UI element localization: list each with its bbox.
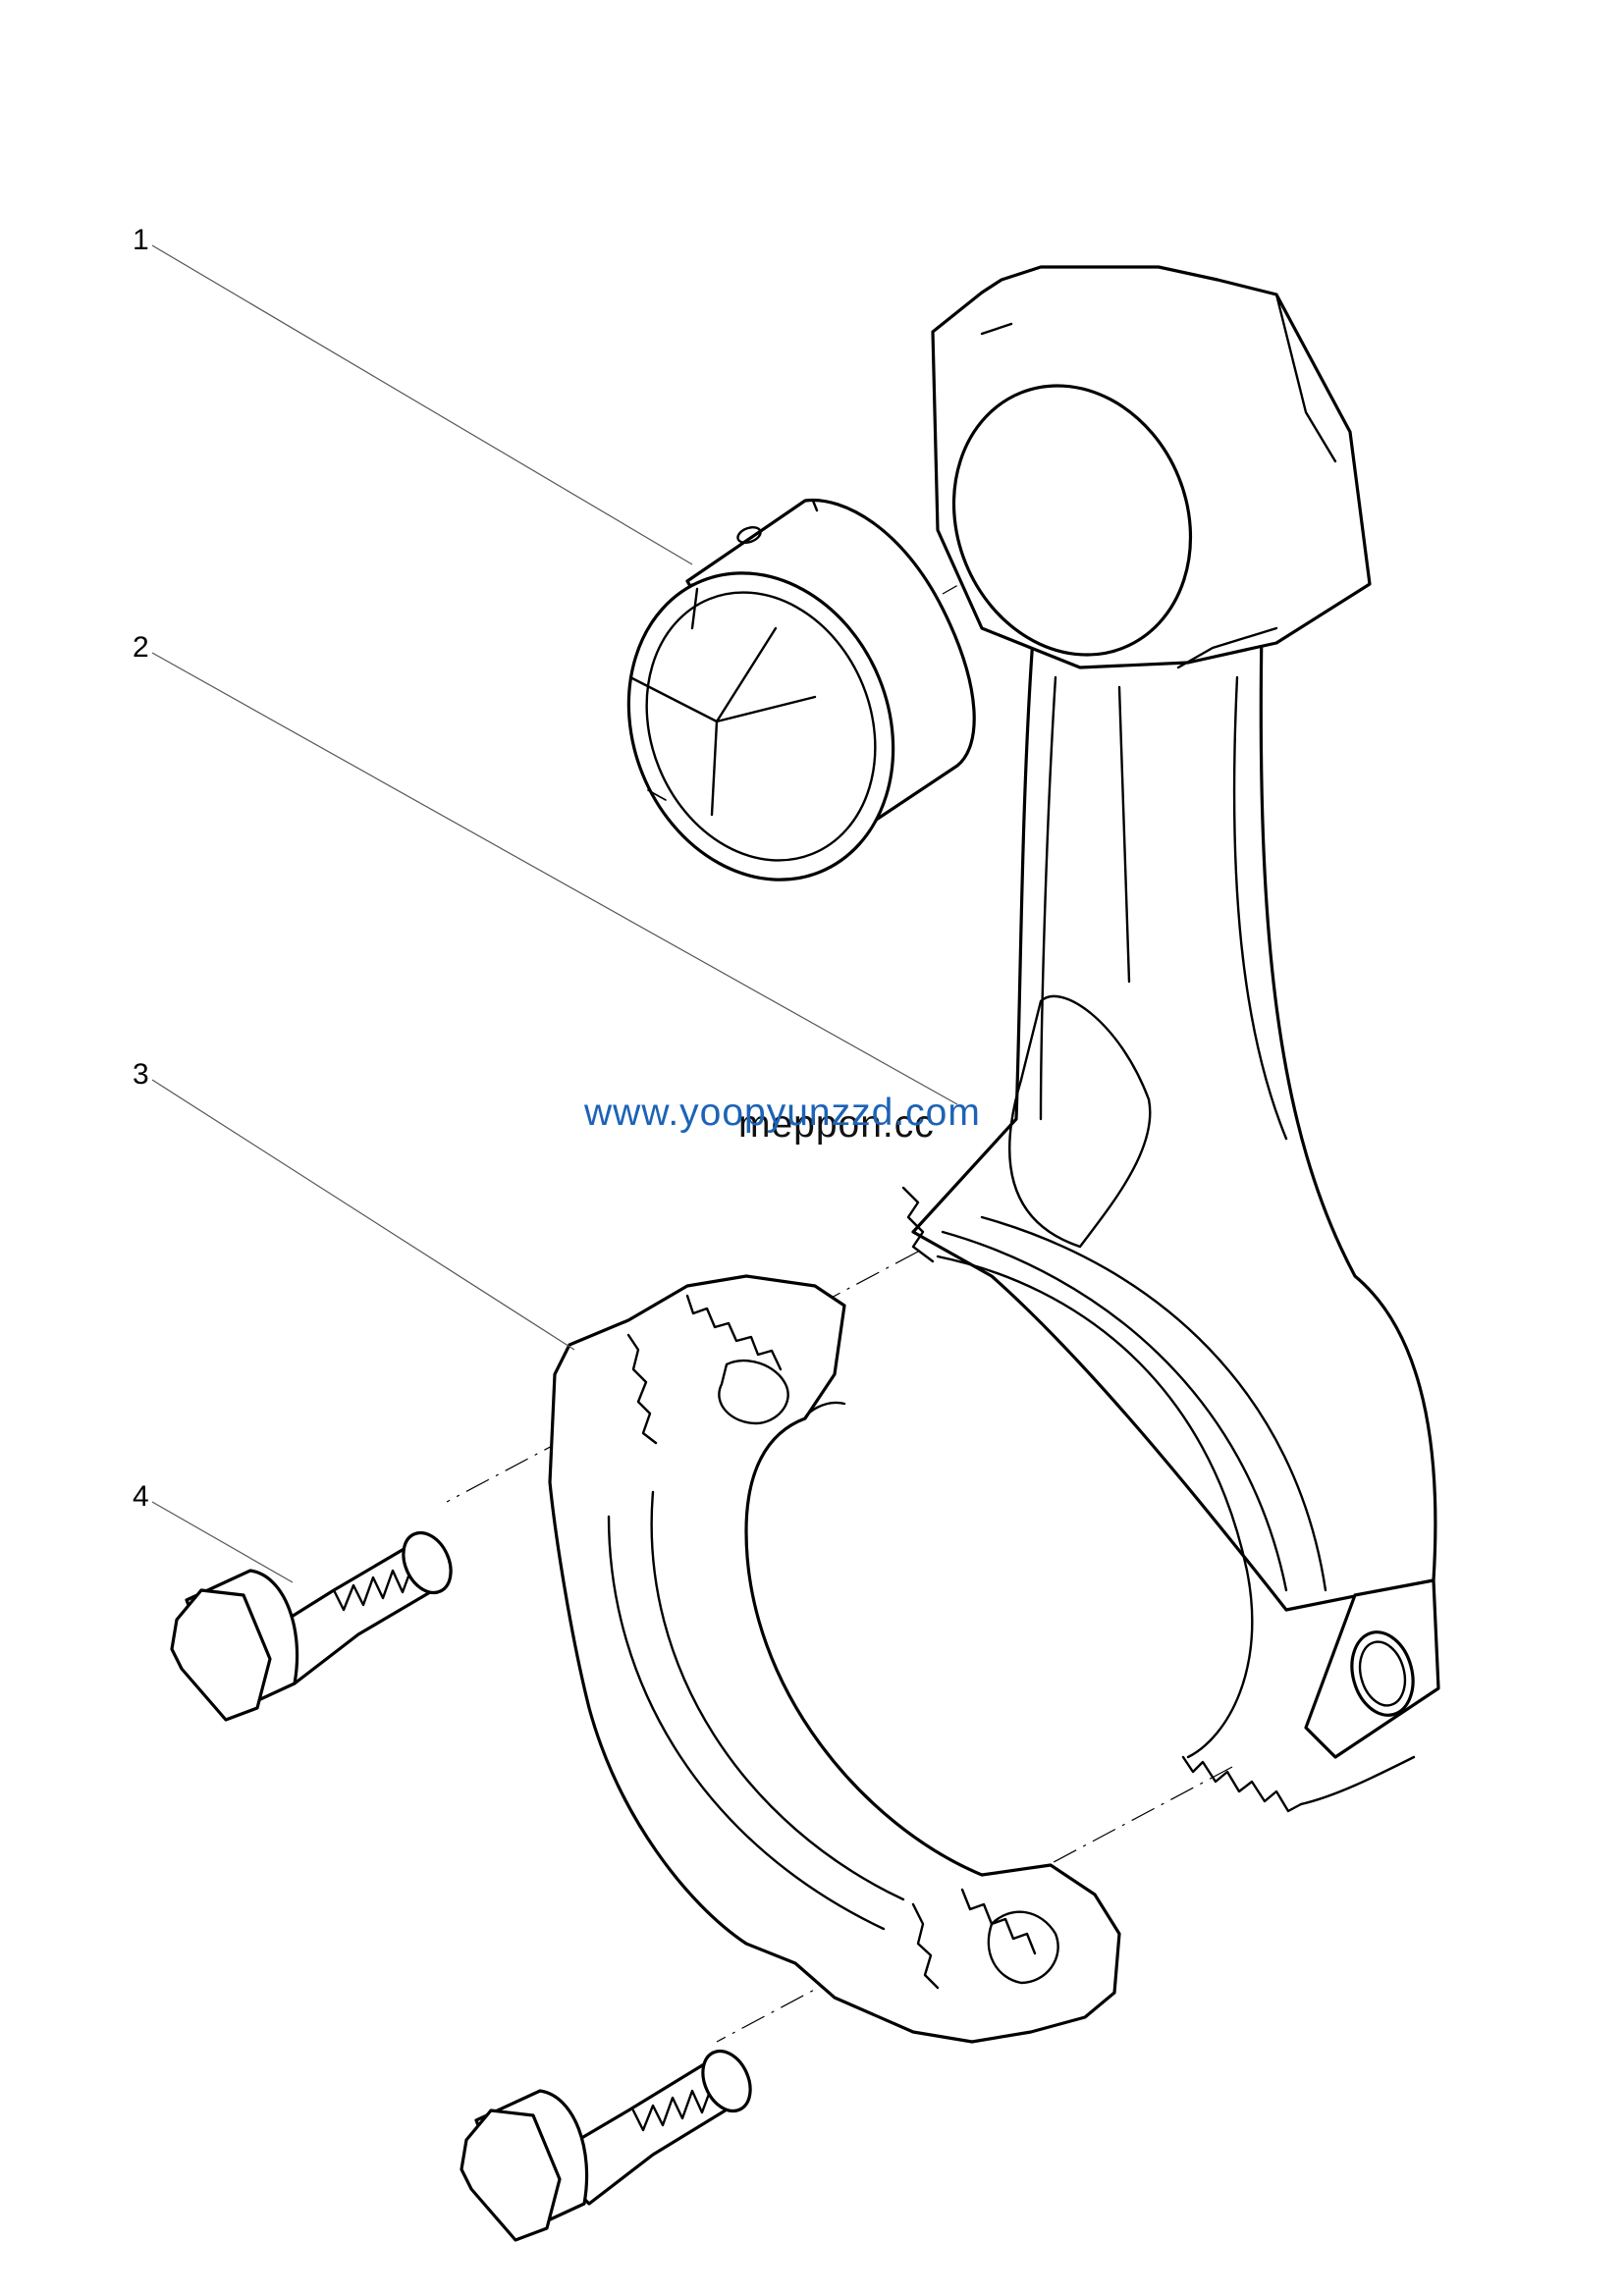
callout-4: 4 — [133, 1480, 149, 1513]
bushing — [626, 498, 976, 881]
watermark-primary: www.yoopyunzzd.com — [583, 1092, 981, 1134]
connecting-rod — [901, 265, 1440, 1813]
leader-lines — [151, 244, 958, 1583]
cap-bolt-upper — [170, 1530, 453, 1722]
cap — [548, 1274, 1121, 2044]
cap-bolt-lower — [460, 2049, 752, 2242]
callout-1: 1 — [133, 224, 149, 256]
callout-2: 2 — [133, 631, 149, 664]
watermark-secondary: meppon.cc — [738, 1103, 935, 1146]
callout-3: 3 — [133, 1058, 149, 1091]
